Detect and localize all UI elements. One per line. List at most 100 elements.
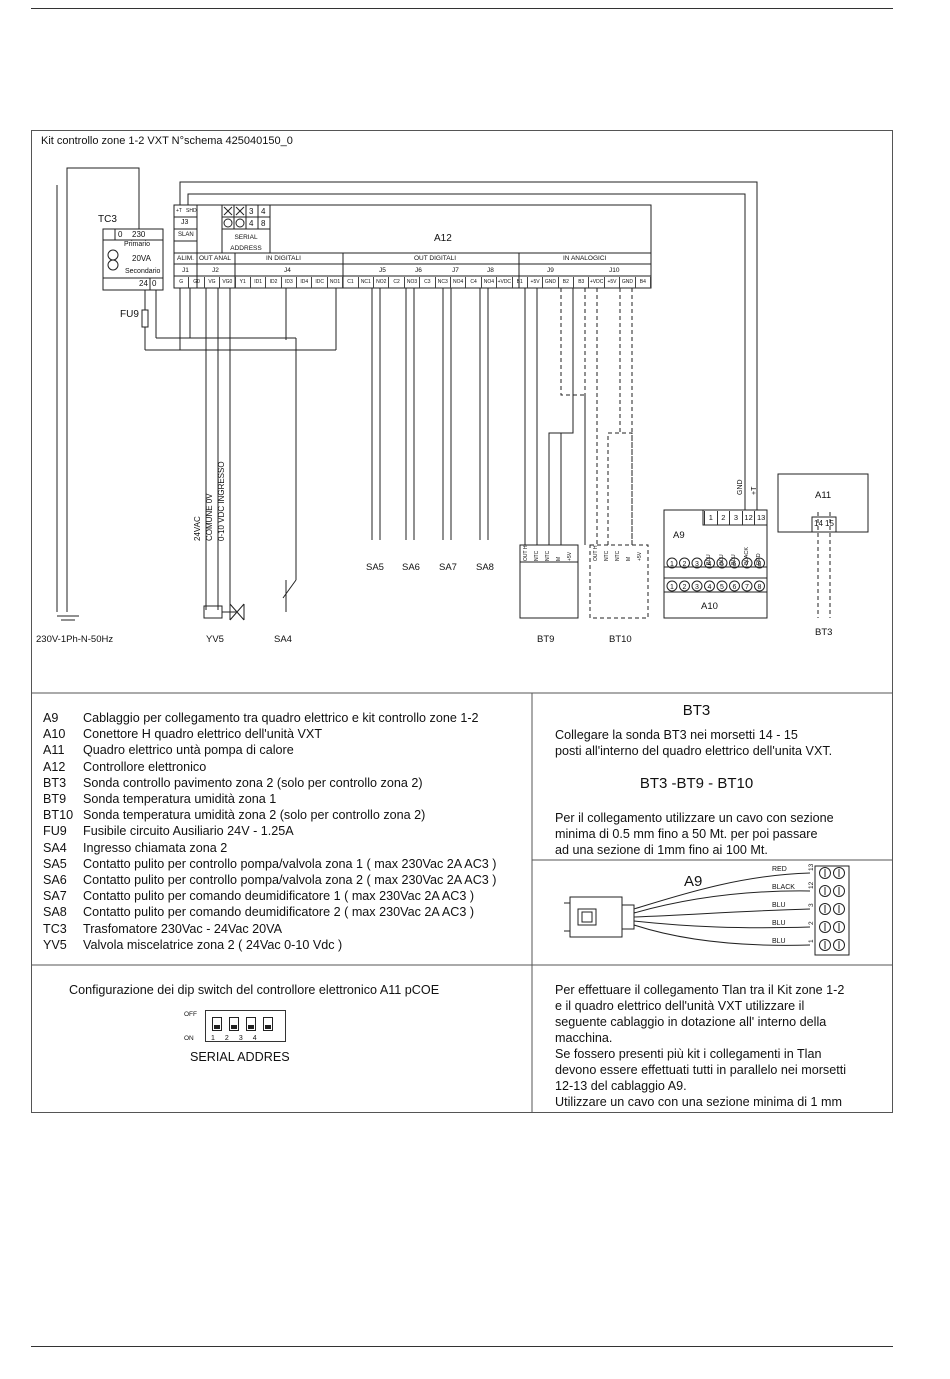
transformer-primary-label: Primario (124, 241, 151, 248)
note-line: Per il collegamento utilizzare un cavo c… (555, 811, 834, 825)
terminal-label: NO4 (482, 277, 498, 288)
bt3-note: Collegare la sonda BT3 nei morsetti 14 -… (555, 727, 832, 759)
legend-code: BT9 (43, 792, 67, 807)
note-line: seguente cablaggio in dotazione all' int… (555, 1015, 827, 1029)
harness-screw (833, 921, 845, 933)
valve-wire-ingresso: 0-10 VDC INGRESSO (217, 461, 226, 541)
terminal-label: ID1 (251, 277, 267, 288)
connector-j2: J2 (212, 267, 219, 274)
bt9-pin: M (556, 556, 562, 561)
harness-screw (833, 885, 845, 897)
controller-dip-3: 3 (249, 207, 254, 216)
dip-switch[interactable] (229, 1017, 239, 1031)
legend-description: Cablaggio per collegamento tra quadro el… (83, 711, 479, 725)
terminal-label: ID3 (282, 277, 298, 288)
harness-terminal-number: 1 (808, 939, 815, 943)
note-line: posti all'interno del quadro elettrico d… (555, 744, 833, 758)
contact-sa6: SA6 (402, 562, 420, 573)
controller-dip-4b: 4 (249, 219, 254, 228)
note-line: Utilizzare un cavo con una sezione minim… (555, 1095, 842, 1109)
terminal-label: NO3 (405, 277, 421, 288)
terminal-label: Y1 (236, 277, 251, 288)
controller-shd: SHD (186, 208, 197, 214)
section-in-digitali: IN DIGITALI (266, 255, 301, 262)
note-line: macchina. (555, 1031, 613, 1045)
legend-description: Sonda temperatura umidità zona 2 (solo p… (83, 808, 426, 823)
a9-wire-color: BLU (718, 554, 725, 565)
connector-j6: J6 (415, 267, 422, 274)
bt10-pin: NTC (615, 550, 621, 561)
dip-switch[interactable] (212, 1017, 222, 1031)
legend-code: SA8 (43, 905, 67, 920)
a9-plus-t-label: +T (751, 486, 758, 495)
note-line: Per effettuare il collegamento Tlan tra … (555, 983, 845, 997)
harness-wire-label: BLU (772, 938, 786, 945)
terminal-label: VG0 (220, 277, 236, 288)
a10-terminal-number: 2 (683, 561, 687, 568)
harness-screw (833, 939, 845, 951)
a10-terminal-number: 3 (695, 584, 699, 591)
power-supply-label: 230V-1Ph-N-50Hz (36, 634, 114, 645)
dip-switch-block[interactable] (205, 1010, 286, 1042)
terminal-label: +5V (528, 277, 544, 288)
a10-terminal-number: 7 (745, 561, 749, 568)
legend-description: Contatto pulito per comando deumidificat… (83, 905, 475, 920)
dip-switch[interactable] (246, 1017, 256, 1031)
terminal-label: IDC (312, 277, 328, 288)
a10-terminal-number: 6 (733, 584, 737, 591)
connector-j1: J1 (182, 267, 189, 274)
bt9-pin: NTC (545, 550, 551, 561)
legend-description: Sonda temperatura umidità zona 1 (83, 792, 277, 807)
terminal-label: ID4 (297, 277, 313, 288)
bt3-diagram-label: BT3 (815, 627, 833, 638)
terminal-label: C1 (343, 277, 359, 288)
terminal-label: NO4 (451, 277, 467, 288)
controller-name: A12 (434, 233, 452, 244)
transformer-secondary-24: 24 (139, 279, 148, 288)
legend-code: SA5 (43, 856, 67, 871)
harness-screw (819, 885, 831, 897)
a11-terminal-15: 15 (825, 519, 834, 528)
legend-code: BT10 (43, 808, 74, 823)
dip-switch[interactable] (263, 1017, 273, 1031)
a10-terminal (679, 557, 690, 569)
bt10-pin: OUT H (593, 545, 599, 561)
dip-number: 1 (211, 1035, 215, 1042)
a10-terminal-number: 1 (670, 584, 674, 591)
a10-label: A10 (701, 601, 718, 612)
terminal-label: GND (620, 277, 636, 288)
terminal-label: B2 (559, 277, 575, 288)
a10-terminal-number: 1 (670, 561, 674, 568)
legend-code: SA4 (43, 840, 67, 855)
terminal-label: NO1 (328, 277, 344, 288)
a10-terminal (666, 557, 678, 569)
harness-wire-label: RED (772, 866, 787, 873)
fuse-label: FU9 (120, 309, 139, 320)
note-line: 12-13 del cablaggio A9. (555, 1079, 687, 1093)
controller-dip-8: 8 (261, 219, 266, 228)
harness-terminal-number: 13 (808, 863, 815, 871)
legend-description: Trasfomatore 230Vac - 24Vac 20VA (83, 921, 283, 936)
dip-number: 4 (252, 1035, 257, 1042)
a10-terminal (729, 557, 740, 569)
a9-terminal: 2 (716, 511, 730, 525)
contact-sa7: SA7 (439, 562, 457, 573)
a10-terminal-number: 8 (758, 561, 762, 568)
dip-on-label: ON (184, 1035, 194, 1042)
legend-code: BT3 (43, 775, 67, 790)
harness-screw (833, 903, 845, 915)
top-rule (31, 8, 893, 9)
controller-slan: SLAN (178, 232, 194, 238)
a10-terminal (741, 557, 753, 569)
terminal-label: VG (205, 277, 221, 288)
legend-row: SA8 Contatto pulito per comando deumidifi… (43, 904, 497, 920)
section-alim: ALIM. (177, 255, 194, 262)
connector-j8: J8 (487, 267, 494, 274)
terminal-label: G0 (189, 277, 205, 288)
